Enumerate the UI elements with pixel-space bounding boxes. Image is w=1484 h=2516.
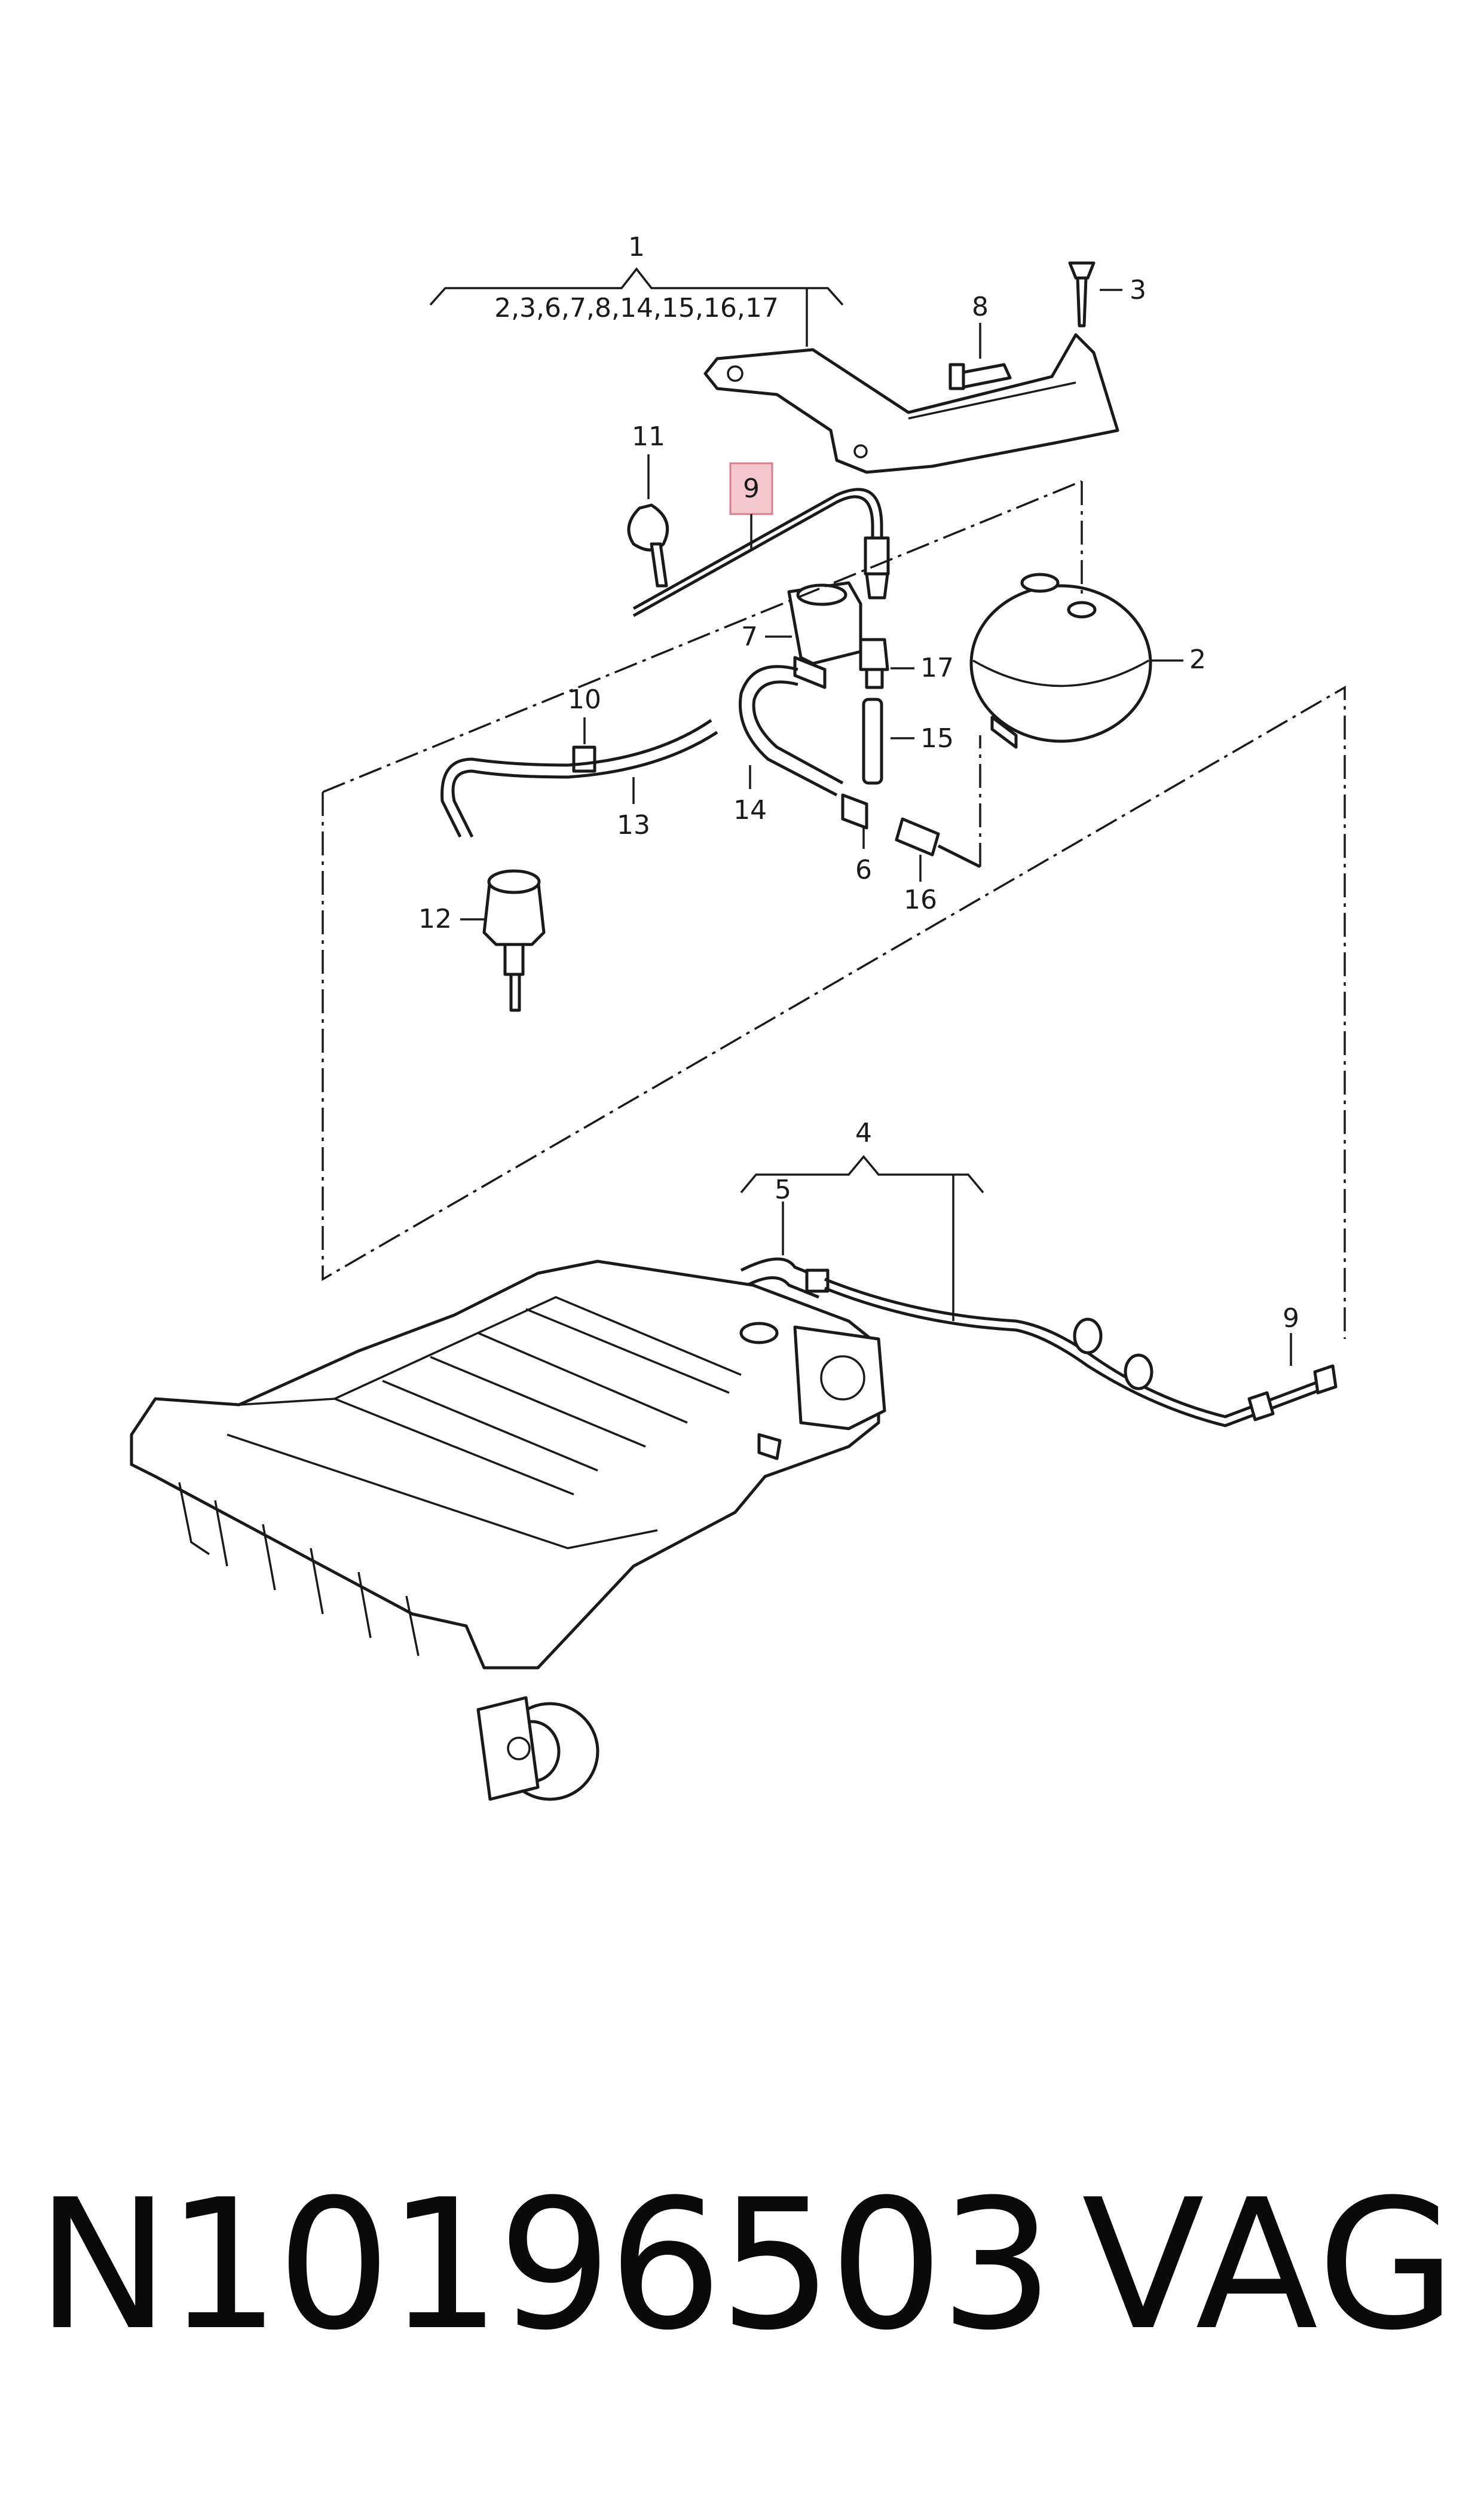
- callout-label-3: 3: [1130, 275, 1146, 305]
- callout-label-11: 11: [632, 421, 665, 452]
- callout-label-9-bottom: 9: [1283, 1303, 1299, 1334]
- screw-3: [1068, 261, 1122, 328]
- callout-label-15: 15: [920, 723, 954, 754]
- solenoid-valve-7: [765, 581, 862, 689]
- assembly-guide-lines: [322, 480, 1346, 1339]
- callout-label-4: 4: [855, 1118, 872, 1148]
- callout-label-12: 12: [418, 904, 452, 934]
- hose-5: [740, 1202, 830, 1299]
- connector-16: [895, 817, 981, 882]
- callout-label-14: 14: [733, 795, 767, 826]
- callout-label-1-list: 2,3,6,7,8,14,15,16,17: [494, 293, 779, 323]
- brand-name: VAG: [1082, 2161, 1459, 2370]
- hose-14: [738, 665, 844, 797]
- intake-manifold: [130, 1259, 886, 1801]
- callout-label-17: 17: [920, 653, 954, 683]
- callout-label-1: 1: [628, 232, 645, 262]
- callout-group-4: [740, 1155, 984, 1321]
- callout-label-13: 13: [617, 810, 650, 840]
- callout-label-9-top: 9: [743, 473, 760, 504]
- callout-label-6: 6: [855, 855, 872, 885]
- callout-label-8: 8: [972, 292, 989, 322]
- vacuum-line-9-top: [632, 488, 890, 617]
- callout-label-16: 16: [904, 885, 937, 915]
- cable-tie-11: [627, 454, 669, 588]
- pressure-damper-12: [460, 869, 546, 1012]
- vacuum-reservoir-2: [969, 573, 1183, 749]
- hose-15: [862, 698, 914, 785]
- connector-17: [859, 638, 914, 689]
- bracket-part: [703, 333, 1119, 474]
- callout-label-10: 10: [568, 684, 601, 715]
- bolt-8: [948, 323, 1012, 390]
- callout-label-2: 2: [1189, 644, 1206, 675]
- callout-group-1: [429, 267, 844, 347]
- callout-label-7: 7: [741, 622, 758, 652]
- hose-13: [440, 719, 718, 838]
- fitting-6: [841, 793, 868, 849]
- callout-label-5: 5: [775, 1175, 791, 1205]
- vacuum-line-9-bottom: [824, 1277, 1338, 1427]
- part-number: N10196503: [36, 2161, 1054, 2370]
